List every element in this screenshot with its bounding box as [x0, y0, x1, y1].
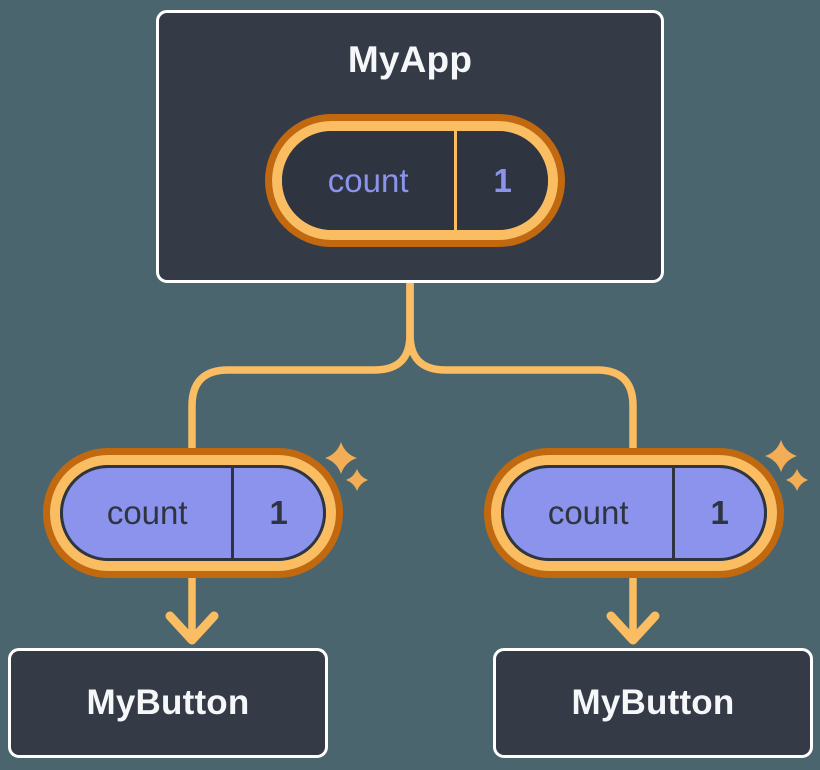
state-pill: count 1 — [265, 114, 565, 247]
pill-divider — [231, 468, 235, 558]
child-component-name: MyButton — [571, 683, 735, 722]
pill-divider — [454, 131, 458, 230]
prop-value: 1 — [710, 494, 729, 531]
prop-pill-right: count 1 — [484, 448, 784, 578]
sparkle-icon — [765, 440, 808, 491]
child-component-name: MyButton — [86, 683, 250, 722]
prop-value: 1 — [269, 494, 288, 531]
prop-pill-capsule: count 1 — [501, 465, 767, 561]
arrow-down-icon — [165, 611, 219, 645]
prop-pill-ring: count 1 — [491, 455, 777, 571]
root-component-name: MyApp — [347, 39, 473, 80]
root-component-node: MyApp count 1 — [156, 10, 664, 283]
prop-name: count — [106, 494, 188, 531]
state-value: 1 — [493, 161, 512, 199]
prop-pill-left: count 1 — [43, 448, 343, 578]
state-pill-capsule: count 1 — [282, 131, 548, 230]
state-name: count — [327, 161, 409, 199]
prop-name: count — [547, 494, 629, 531]
sparkle-icon — [325, 442, 368, 491]
connector-branch-right — [406, 277, 637, 634]
prop-pill-ring: count 1 — [50, 455, 336, 571]
arrow-down-icon — [606, 611, 660, 645]
child-component-node-right: MyButton — [493, 648, 813, 758]
child-component-node-left: MyButton — [8, 648, 328, 758]
prop-pill-capsule: count 1 — [60, 465, 326, 561]
state-pill-ring: count 1 — [272, 121, 558, 240]
pill-divider — [672, 468, 676, 558]
